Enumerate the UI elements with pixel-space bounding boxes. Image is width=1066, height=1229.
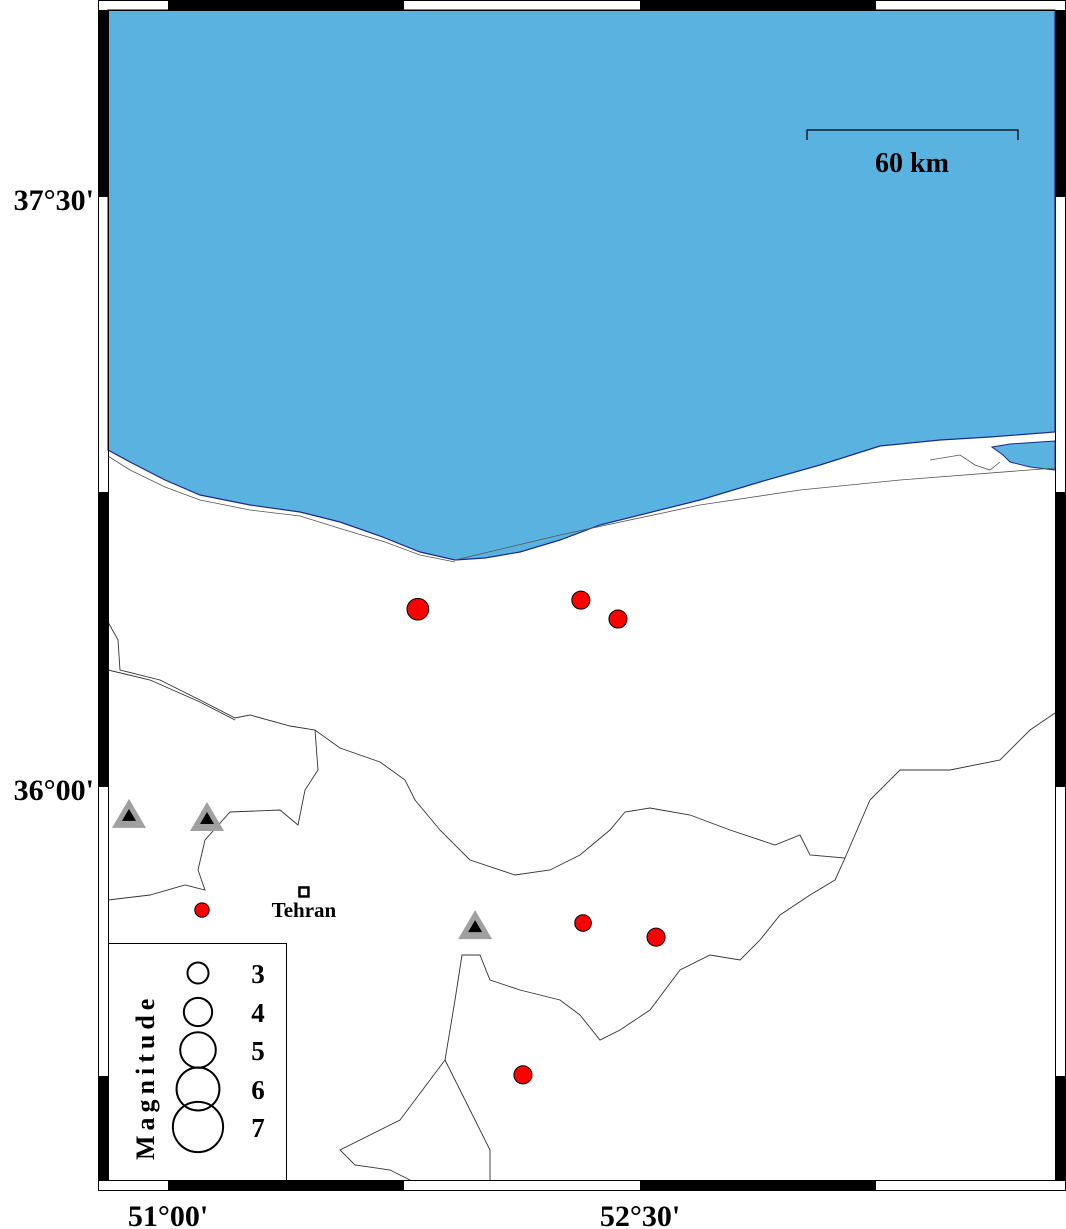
lon-label-52-30: 52°30' xyxy=(600,1200,680,1229)
lon-label-51: 51°00' xyxy=(128,1200,208,1229)
earthquake-event xyxy=(513,1065,533,1085)
lat-label-37-30: 37°30' xyxy=(14,184,94,217)
scale-bar-label: 60 km xyxy=(875,148,949,179)
city-label: Tehran xyxy=(272,898,337,922)
earthquake-event xyxy=(608,609,628,629)
station-inner-icon xyxy=(200,812,215,825)
earthquake-event xyxy=(194,902,210,918)
magnitude-legend: Magnitude 3 4 5 6 7 xyxy=(108,943,287,1181)
earthquake-event xyxy=(571,590,591,610)
legend-label: 5 xyxy=(251,1036,265,1066)
legend-label: 4 xyxy=(251,998,265,1028)
earthquake-event xyxy=(646,927,666,947)
coast-shadow xyxy=(107,454,1056,563)
legend-circle xyxy=(186,961,210,985)
lat-label-36: 36°00' xyxy=(14,774,94,807)
legend-label: 3 xyxy=(251,959,265,989)
legend-label: 6 xyxy=(251,1075,265,1105)
legend-title: Magnitude xyxy=(131,994,160,1160)
earthquake-event xyxy=(574,914,592,932)
station-inner-icon xyxy=(468,920,483,933)
station-inner-icon xyxy=(121,808,136,821)
scale-bar: 60 km xyxy=(806,129,1019,179)
earthquake-event xyxy=(406,597,430,621)
legend-label: 7 xyxy=(251,1113,265,1143)
legend-circle xyxy=(171,1100,225,1154)
legend-circle xyxy=(175,1066,221,1112)
city-square-icon xyxy=(298,886,310,898)
caspian-sea xyxy=(107,9,1056,561)
legend-circle xyxy=(182,996,214,1028)
